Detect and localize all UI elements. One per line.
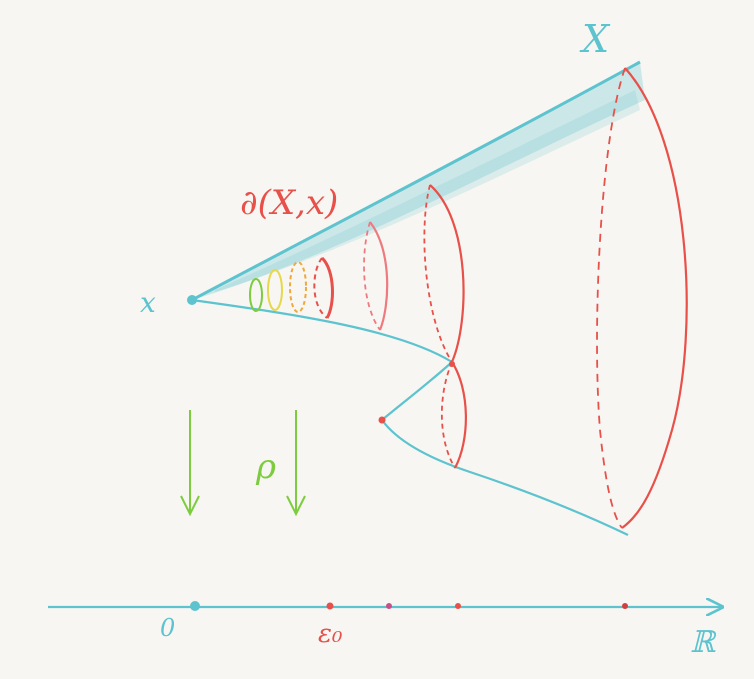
cross-section-red-3-back <box>440 361 456 469</box>
second-cone-lower-edge <box>381 419 629 536</box>
cross-section-red-1-back <box>313 257 328 319</box>
second-cone-upper-edge <box>381 361 453 421</box>
point-label: x <box>140 286 156 319</box>
cone-lower-edge <box>191 298 453 363</box>
epsilon-label: ε₀ <box>318 619 343 649</box>
neck-point <box>449 361 455 367</box>
cone-shading-inner <box>215 90 640 292</box>
cone-upper-edge <box>191 60 641 302</box>
real-line-dot-3 <box>455 603 461 609</box>
base-point <box>187 295 197 305</box>
cross-section-red-2-front <box>429 184 465 363</box>
cross-section-red-1-front <box>320 256 334 319</box>
cross-section-orange <box>289 261 307 313</box>
map-arrow-right-head <box>286 495 306 517</box>
real-line-origin-dot <box>190 601 200 611</box>
origin-label: 0 <box>160 614 175 642</box>
real-line-dot-4 <box>622 603 628 609</box>
map-label: ρ <box>255 447 276 487</box>
real-line-epsilon-dot <box>326 602 334 610</box>
map-arrow-left-head <box>180 495 200 517</box>
cross-section-pink-front <box>369 221 389 331</box>
real-line-dot-2 <box>386 603 392 609</box>
cross-section-yellow <box>267 269 283 311</box>
cross-section-red-2-back <box>423 184 453 363</box>
second-tip-point <box>378 416 386 424</box>
cross-section-red-3-front <box>451 361 467 469</box>
space-label: X <box>579 17 611 61</box>
cross-section-pink-back <box>363 221 381 331</box>
cross-section-far-front <box>621 67 688 529</box>
boundary-label: ∂(X,x) <box>240 183 338 223</box>
cross-section-far-back <box>596 67 626 529</box>
cross-section-green <box>249 278 263 312</box>
reals-label: ℝ <box>690 625 717 660</box>
